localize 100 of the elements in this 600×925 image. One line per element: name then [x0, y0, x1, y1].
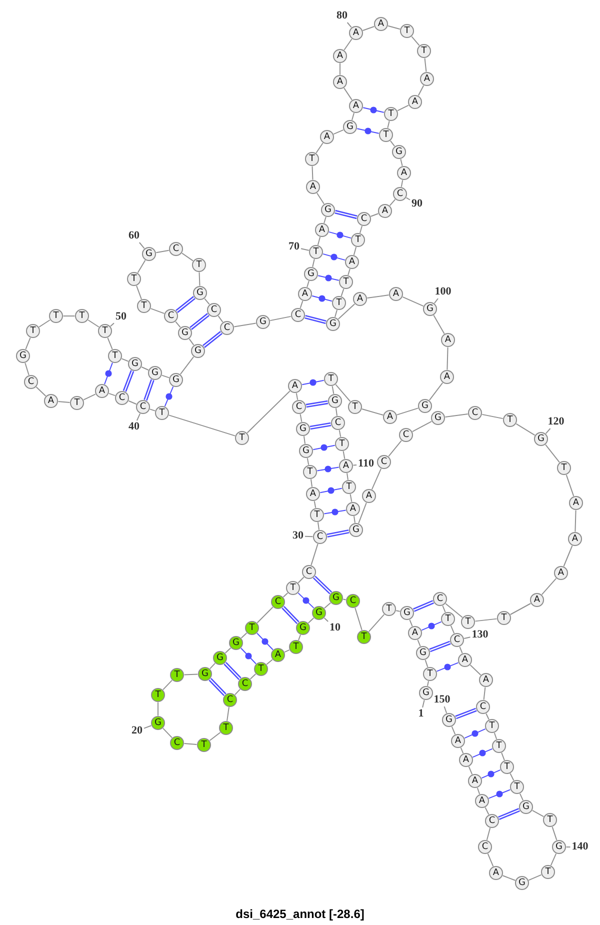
position-number: 140	[572, 842, 588, 852]
backbone-line	[400, 158, 403, 166]
backbone-line	[487, 853, 494, 867]
backbone-line	[510, 603, 532, 615]
backbone-line	[451, 726, 456, 735]
backbone-line	[137, 260, 146, 274]
backbone-line	[476, 787, 480, 795]
nucleotide: G	[299, 444, 313, 458]
backbone-line	[266, 659, 273, 665]
base-pair-bond	[488, 789, 511, 799]
nucleotide: A	[362, 489, 376, 503]
nucleotide: T	[335, 437, 349, 451]
nucleotide: G	[326, 317, 340, 331]
backbone-line	[389, 198, 396, 206]
nucleotide: C	[238, 677, 252, 691]
nucleotide: T	[379, 128, 393, 142]
position-number: 30	[292, 530, 304, 542]
nucleotide: A	[459, 753, 473, 767]
nucleotide: G	[304, 267, 318, 281]
nucleotide: A	[479, 673, 493, 687]
backbone-line	[362, 26, 375, 32]
backbone-line	[300, 414, 302, 422]
nucleotide: G	[142, 247, 156, 261]
nucleotide: A	[408, 626, 422, 640]
nucleotide: A	[333, 49, 347, 63]
position-number: 10	[330, 622, 340, 634]
nucleotide: T	[245, 621, 259, 635]
backbone-line	[332, 386, 334, 394]
nucleotide: G	[552, 840, 566, 854]
backbone-line	[304, 436, 306, 444]
backbone-line	[335, 384, 351, 402]
nucleotide: G	[423, 302, 437, 316]
leader-line	[444, 706, 448, 714]
nucleotide: G	[213, 651, 227, 665]
backbone-line	[218, 315, 224, 323]
nucleotide: C	[169, 242, 183, 256]
base-pair-bond	[498, 808, 520, 820]
position-number: 130	[472, 630, 488, 640]
base-pair-bond	[104, 362, 113, 385]
base-pair-bond	[436, 662, 459, 672]
backbone-line	[334, 310, 338, 318]
backbone-line	[156, 250, 170, 254]
nucleotide: G	[321, 203, 335, 217]
nucleotide: A	[554, 566, 568, 580]
backbone-line	[528, 874, 542, 881]
nucleotide: A	[397, 166, 411, 180]
nucleotide: T	[441, 612, 455, 626]
base-pair-bond	[324, 510, 346, 514]
nucleotide: T	[310, 508, 324, 522]
nucleotide: A	[441, 333, 455, 347]
backbone-line	[282, 592, 288, 598]
backbone-line	[412, 420, 432, 432]
backbone-line	[370, 213, 379, 217]
nucleotide: A	[451, 734, 465, 748]
backbone-line	[450, 625, 455, 634]
backbone-line	[36, 386, 46, 396]
nucleotide: A	[44, 394, 58, 408]
nucleotide: C	[478, 840, 492, 854]
nucleotide: G	[328, 394, 342, 408]
nucleotide: T	[423, 667, 437, 681]
nucleotide: G	[343, 120, 357, 134]
nucleotide: G	[148, 366, 162, 380]
leader-line	[304, 536, 314, 538]
backbone-line	[371, 468, 382, 490]
backbone-line	[162, 680, 172, 690]
backbone-line	[298, 576, 304, 584]
nucleotide: G	[169, 373, 183, 387]
nucleotide: A	[320, 130, 334, 144]
backbone-line	[350, 494, 352, 502]
base-pair-bond	[240, 648, 256, 664]
position-number: 80	[336, 10, 348, 22]
base-pair-bond	[429, 640, 451, 652]
backbone-line	[184, 674, 198, 676]
nucleotide: G	[16, 349, 30, 363]
backbone-line	[136, 285, 142, 300]
nucleotide: T	[492, 739, 506, 753]
backbone-line	[226, 706, 230, 722]
backbone-line	[58, 401, 70, 403]
nucleotide: C	[164, 309, 178, 323]
backbone-line	[502, 875, 516, 881]
backbone-line	[352, 112, 354, 120]
nucleotide: G	[198, 667, 212, 681]
base-pair-bond	[481, 769, 501, 779]
backbone-line	[83, 394, 96, 400]
backbone-line	[418, 84, 424, 96]
nucleotide: A	[440, 370, 454, 384]
backbone-line	[128, 400, 137, 405]
nucleotide: A	[530, 593, 544, 607]
nucleotide: T	[543, 813, 557, 827]
nucleotide: T	[197, 738, 211, 752]
backbone-line	[107, 337, 113, 350]
backbone-line	[494, 732, 498, 740]
nucleotide: A	[288, 379, 302, 393]
nucleotide: C	[377, 455, 391, 469]
nucleotide: A	[346, 502, 360, 516]
base-pair-bond	[326, 530, 350, 538]
backbone-line	[424, 659, 428, 668]
backbone-line	[234, 322, 256, 328]
backbone-line	[516, 423, 536, 436]
nucleotide: G	[296, 422, 310, 436]
